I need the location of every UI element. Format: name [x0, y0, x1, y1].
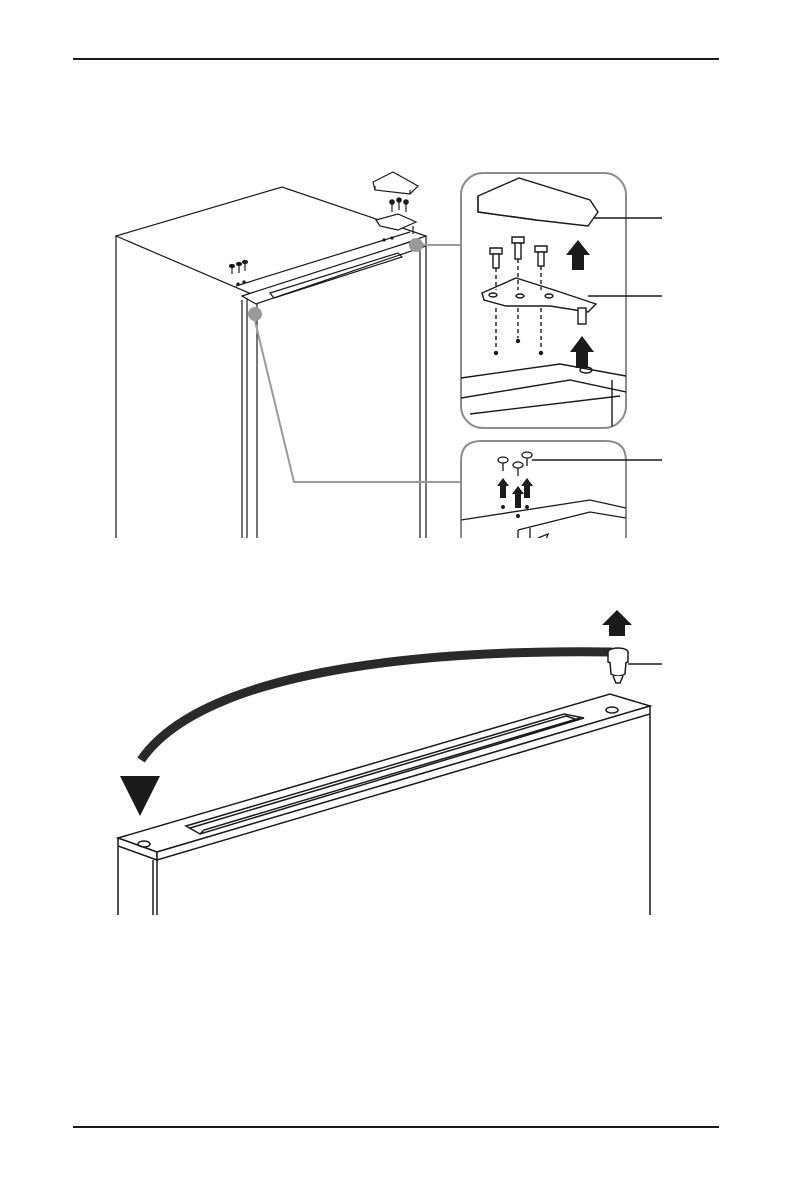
hinge-screws-small: [390, 198, 408, 212]
callout-dot-lower: [248, 307, 262, 321]
hinge-pin: [608, 648, 628, 683]
callout-dot-upper: [409, 238, 423, 252]
magnifier-hinge-detail: [461, 173, 626, 428]
figure-2-door-top: [118, 610, 662, 915]
handle-groove: [186, 714, 584, 834]
arrow-up-icon-3: [602, 610, 632, 636]
magnifier-screws-detail: [461, 441, 626, 540]
hinge-cover-small: [373, 172, 418, 194]
figure-1-refrigerator: [116, 172, 462, 540]
